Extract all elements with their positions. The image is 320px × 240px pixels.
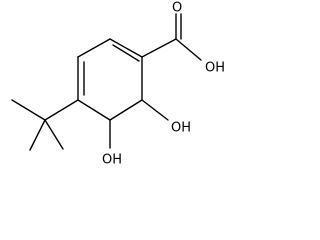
bond-carboxyl-oh <box>175 38 202 61</box>
bond-c1-c2-double <box>112 44 140 62</box>
carboxyl-oxygen-label: O <box>172 1 182 16</box>
bond-c1-c2 <box>109 38 143 58</box>
bond-c2-carboxyl <box>141 38 177 58</box>
ring-hydroxyl-upper-label: OH <box>171 121 191 136</box>
carboxyl-hydroxyl-label: OH <box>205 61 225 76</box>
bond-tbutyl-methyl-2 <box>29 119 46 151</box>
chemical-structure: O OH OH OH <box>11 1 225 168</box>
bond-c3-oh <box>141 99 169 121</box>
ring-hydroxyl-lower-label: OH <box>102 153 122 168</box>
bond-c5-tbutyl <box>44 99 79 121</box>
bond-tbutyl-methyl-1 <box>11 99 46 121</box>
bond-c4-c5 <box>77 99 111 121</box>
bond-c6-c1 <box>77 38 111 58</box>
bond-c3-c4 <box>109 99 143 121</box>
bond-tbutyl-methyl-3 <box>44 119 64 150</box>
